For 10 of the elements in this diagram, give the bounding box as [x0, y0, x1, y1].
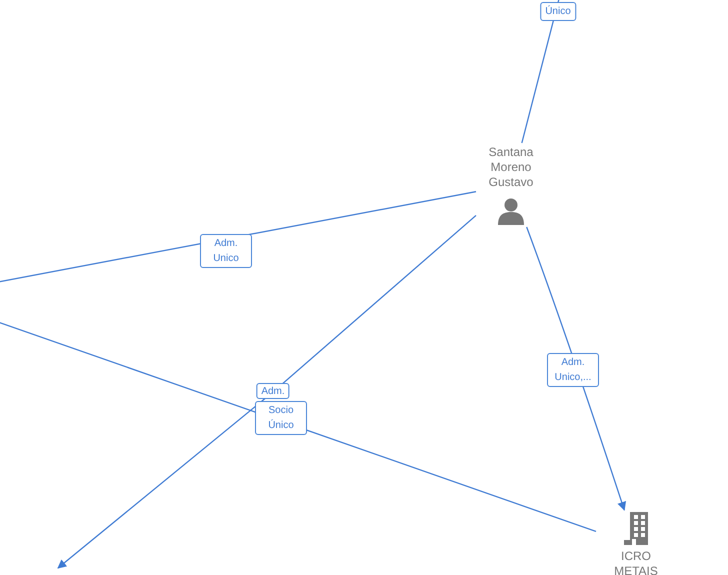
arrow [57, 214, 476, 569]
edge-label: Único [540, 2, 576, 21]
edge-label: Adm. Unico [200, 234, 252, 268]
edge-label: Adm. Unico,... [547, 353, 599, 387]
edge-label: Adm. [256, 383, 290, 399]
node-name: Santana Moreno Gustavo [488, 145, 534, 190]
connector-line [0, 321, 596, 532]
edge-label: Socio Único [255, 401, 307, 435]
connector-line [0, 191, 476, 283]
node-name: ICRO METAIS [613, 549, 659, 575]
